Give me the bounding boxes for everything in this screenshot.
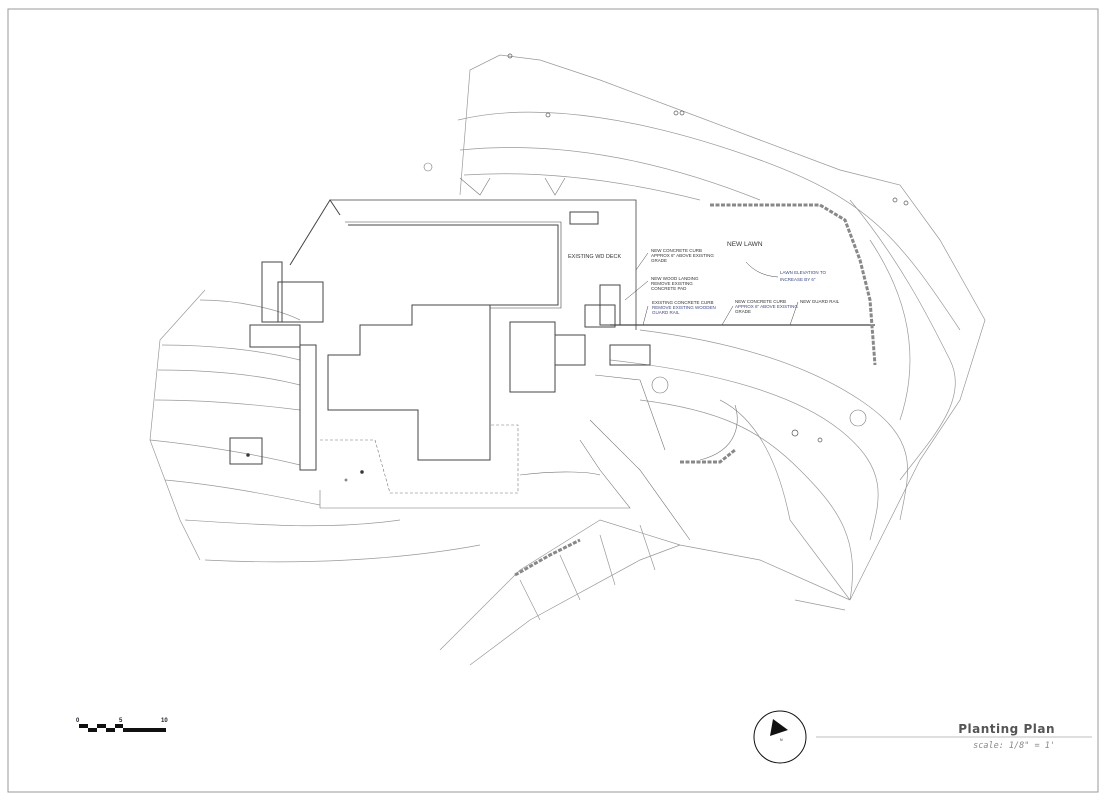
plan-annotations: EXISTING WD DECK NEW LAWN LAWN ELEVATION… xyxy=(568,241,840,326)
drawing-title: Planting Plan xyxy=(958,722,1055,736)
scale-label-10: 10 xyxy=(161,718,168,724)
existing-curb-line2: REMOVE EXISTING WOODEN xyxy=(652,305,716,310)
existing-deck-label: EXISTING WD DECK xyxy=(568,254,622,260)
new-curb-2-line2: APPROX 6" ABOVE EXISTING xyxy=(735,304,798,309)
sheet-border xyxy=(7,8,1099,793)
new-lawn-label: NEW LAWN xyxy=(727,241,763,248)
drawing-scale: scale: 1/8" = 1' xyxy=(973,741,1055,751)
wood-landing-line3: CONCRETE PAD xyxy=(651,286,687,291)
north-arrow: N xyxy=(753,710,807,764)
new-curb-1-line3: GRADE xyxy=(651,258,667,263)
guard-rail-label: NEW GUARD RAIL xyxy=(800,299,840,304)
scale-bar: 0 5 10 xyxy=(76,718,168,732)
hardscape-lines xyxy=(319,162,867,541)
new-curb-1-line1: NEW CONCRETE CURB xyxy=(651,248,702,253)
wood-landing-line2: REMOVE EXISTING xyxy=(651,281,693,286)
lawn-elevation-line1: LAWN ELEVATION TO xyxy=(780,270,827,275)
wood-landing-line1: NEW WOOD LANDING xyxy=(651,276,699,281)
contour-lines xyxy=(149,54,986,666)
new-curb-2-line3: GRADE xyxy=(735,309,751,314)
new-curb-2-line1: NEW CONCRETE CURB xyxy=(735,299,786,304)
stone-wall xyxy=(514,203,877,577)
existing-curb-line3: GUARD RAIL xyxy=(652,310,680,315)
lawn-elevation-line2: INCREASE BY 6" xyxy=(780,277,816,282)
trees xyxy=(246,53,909,482)
north-arrow-icon xyxy=(770,719,788,736)
scale-label-0: 0 xyxy=(76,718,80,724)
existing-curb-line1: EXISTING CONCRETE CURB xyxy=(652,300,714,305)
building-footprint xyxy=(229,199,875,471)
north-label: N xyxy=(780,738,783,742)
scale-label-5: 5 xyxy=(119,718,123,724)
new-curb-1-line2: APPROX 6" ABOVE EXISTING xyxy=(651,253,714,258)
